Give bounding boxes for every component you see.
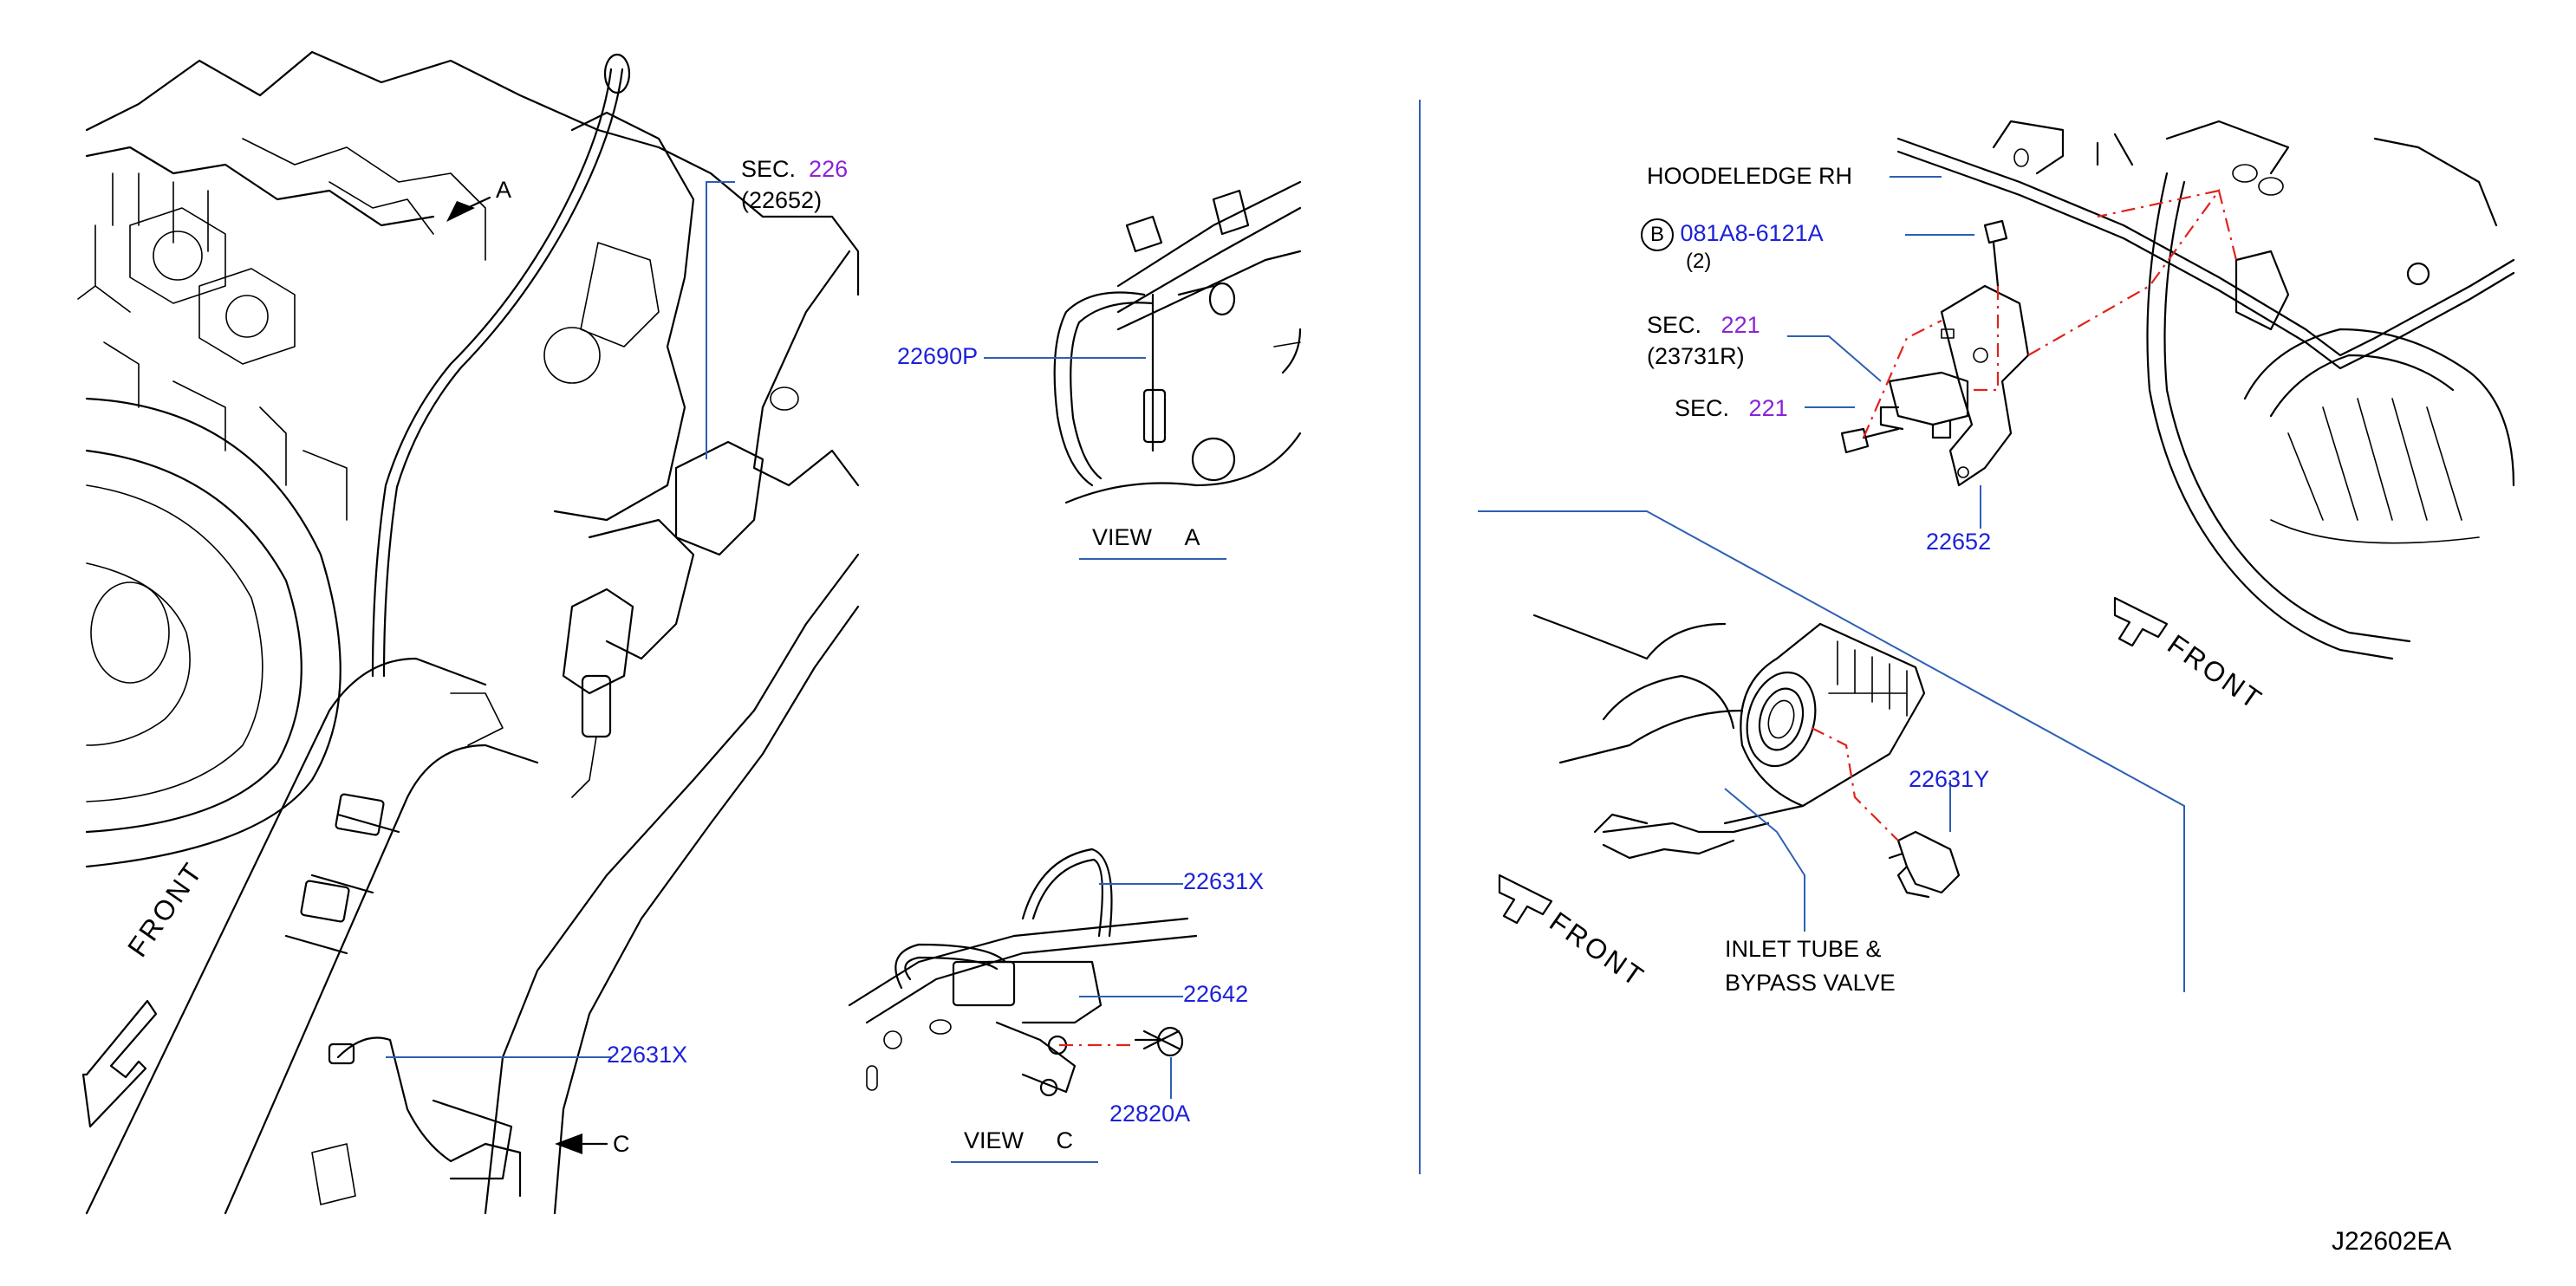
inlet-label-line1: INLET TUBE & (1725, 936, 1882, 962)
hoodledge-drawing (1787, 120, 2515, 660)
view-c-arrow-label: C (613, 1131, 630, 1157)
part-22631x-left[interactable]: 22631X (607, 1042, 688, 1068)
part-22652[interactable]: 22652 (1926, 529, 1992, 555)
sec-221-b-label: SEC. 221 (1675, 395, 1788, 421)
sec-221-a-part: (23731R) (1647, 343, 1745, 369)
engine-drawing (77, 50, 860, 1215)
bolt-mark-circle: B (1641, 218, 1674, 251)
inlet-tube-drawing (1498, 614, 1961, 932)
view-a-drawing (984, 180, 1302, 504)
inlet-view-leader (1478, 510, 2185, 992)
bolt-qty: (2) (1686, 250, 1712, 273)
hoodledge-label: HOODELEDGE RH (1647, 163, 1853, 189)
part-22820a[interactable]: 22820A (1109, 1101, 1191, 1127)
view-c-drawing (848, 848, 1198, 1099)
diagram-id: J22602EA (2332, 1227, 2452, 1256)
bolt-callout: B 081A8-6121A (1641, 218, 1824, 251)
part-081a8-6121a[interactable]: 081A8-6121A (1680, 220, 1824, 246)
part-22631x-view-c[interactable]: 22631X (1183, 868, 1265, 894)
sec-226-part: (22652) (741, 187, 823, 213)
sec-221-b-link[interactable]: 221 (1748, 395, 1788, 421)
view-a-title: VIEW A (1079, 526, 1226, 560)
sec-221-a-label: SEC. 221 (1647, 312, 1760, 338)
part-22642[interactable]: 22642 (1183, 981, 1249, 1007)
part-22690p[interactable]: 22690P (897, 343, 979, 369)
inlet-label-line2: BYPASS VALVE (1725, 970, 1896, 996)
sec-226-label: SEC. 226 (741, 156, 849, 182)
sec-221-a-link[interactable]: 221 (1721, 312, 1760, 338)
part-22631y[interactable]: 22631Y (1909, 766, 1990, 792)
view-a-arrow-label: A (496, 177, 512, 203)
sec-226-link[interactable]: 226 (809, 156, 849, 182)
view-c-title: VIEW C (951, 1129, 1098, 1163)
